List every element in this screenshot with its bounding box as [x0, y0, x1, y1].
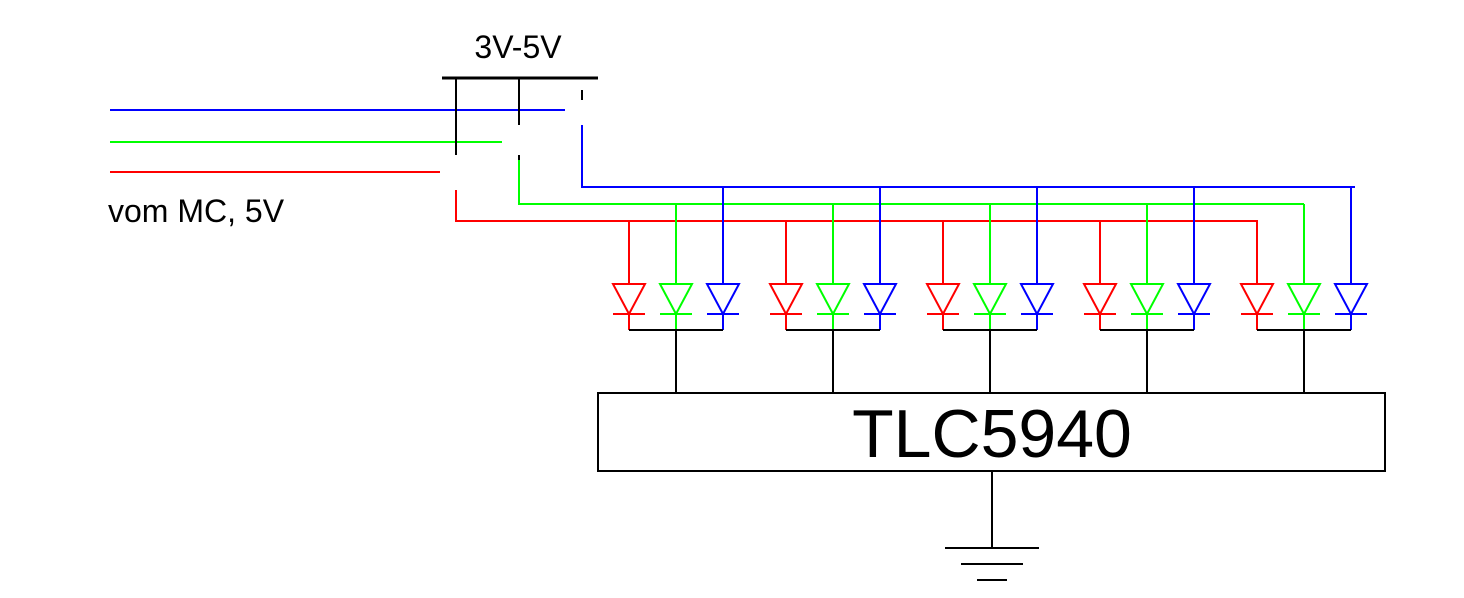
chip-label: TLC5940 — [852, 396, 1132, 472]
supply-label: 3V-5V — [474, 29, 562, 65]
led-diode-icon — [862, 187, 898, 330]
led-diode-icon — [972, 204, 1008, 330]
bus-red — [455, 190, 1258, 222]
led-diode-icon — [1286, 204, 1322, 330]
led-diode-icon — [768, 221, 804, 330]
bus-green — [518, 160, 1304, 205]
led-group — [925, 187, 1055, 393]
led-diode-icon — [705, 187, 741, 330]
led-diode-icon — [1176, 187, 1212, 330]
led-diode-icon — [925, 221, 961, 330]
led-groups — [611, 187, 1369, 393]
led-diode-icon — [815, 204, 851, 330]
led-diode-icon — [1239, 221, 1275, 330]
led-diode-icon — [1129, 204, 1165, 330]
switch-icon — [455, 78, 583, 162]
led-group — [611, 187, 741, 393]
led-diode-icon — [1019, 187, 1055, 330]
led-diode-icon — [611, 221, 647, 330]
led-group — [1239, 187, 1369, 393]
ground-icon — [945, 547, 1039, 581]
led-diode-icon — [658, 204, 694, 330]
led-group — [1082, 187, 1212, 393]
led-diode-icon — [1333, 187, 1369, 330]
led-group — [768, 187, 898, 393]
input-label: vom MC, 5V — [108, 193, 285, 229]
led-diode-icon — [1082, 221, 1118, 330]
bus-blue — [581, 125, 1355, 188]
